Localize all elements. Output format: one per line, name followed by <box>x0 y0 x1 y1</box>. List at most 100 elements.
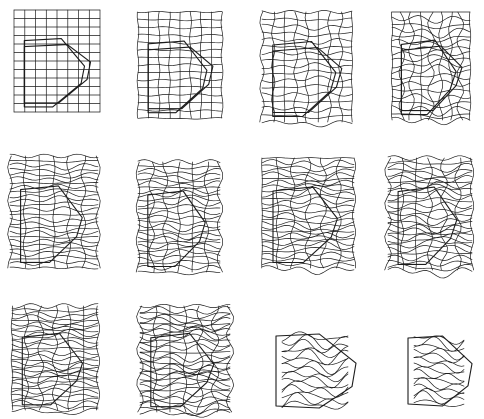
panel-grid-09 <box>11 304 100 415</box>
grid-line <box>262 158 354 159</box>
grid-line <box>262 158 263 268</box>
grid-line <box>388 267 472 278</box>
grid-line <box>10 202 98 206</box>
grid-line <box>12 348 98 350</box>
hexagon-outline <box>148 41 207 113</box>
grid-line <box>388 264 472 271</box>
grid-line <box>138 205 220 210</box>
grid-line <box>96 306 99 410</box>
grid-line <box>262 266 354 275</box>
grid-line <box>470 158 474 270</box>
grid-line <box>140 400 230 407</box>
panel-grid-07 <box>262 158 356 275</box>
grid-line <box>192 162 193 272</box>
grid-line <box>262 101 352 102</box>
grid-line <box>140 352 230 353</box>
grid-line <box>262 120 352 127</box>
grid-line <box>294 12 298 122</box>
grid-line <box>138 271 220 275</box>
grid-line <box>140 344 230 352</box>
grid-line <box>414 391 464 404</box>
grid-line <box>260 12 264 122</box>
grid-line <box>10 267 98 269</box>
grid-line <box>385 158 392 270</box>
grid-line <box>226 306 233 412</box>
grid-line <box>138 187 220 189</box>
grid-line <box>392 89 470 92</box>
grid-line <box>183 306 187 412</box>
hexagon-inner-outline <box>148 47 213 109</box>
grid-line <box>262 231 354 235</box>
hexagon-inner-outline <box>24 45 90 103</box>
grid-line <box>469 12 471 120</box>
grid-line <box>169 12 171 118</box>
grid-line <box>10 163 98 170</box>
panel-grid-04 <box>391 12 471 125</box>
grid-line <box>262 165 354 172</box>
grid-line <box>153 306 157 412</box>
grid-line <box>388 202 472 209</box>
grid-line <box>414 348 464 360</box>
grid-line <box>12 312 98 318</box>
grid-line <box>414 388 464 399</box>
grid-line <box>400 158 403 270</box>
panel-grid-05 <box>8 154 101 269</box>
panel-grid-06 <box>136 160 223 275</box>
grid-line <box>391 12 392 120</box>
grid-line <box>388 172 472 179</box>
grid-line <box>81 156 86 268</box>
grid-line <box>12 394 98 397</box>
panel-grid-01 <box>14 10 100 112</box>
grid-line <box>140 304 230 307</box>
panel-grid-11 <box>276 332 356 409</box>
panel-grid-08 <box>385 156 474 278</box>
grid-line <box>12 388 98 394</box>
grid-line <box>262 85 352 89</box>
grid-line <box>414 345 464 352</box>
panel-grid-02 <box>137 11 223 119</box>
grid-line <box>414 367 464 374</box>
grid-line <box>353 158 356 268</box>
grid-line <box>10 182 98 183</box>
grid-line <box>138 237 220 242</box>
grid-line <box>414 357 464 367</box>
grid-line <box>409 12 415 120</box>
grid-line <box>38 306 44 410</box>
grid-line <box>428 158 433 270</box>
grid-line <box>282 358 348 365</box>
grid-line <box>10 154 98 158</box>
grid-line <box>138 241 220 243</box>
grid-line <box>262 11 352 14</box>
grid-line <box>388 156 472 161</box>
grid-line <box>336 158 341 268</box>
grid-line <box>137 12 139 118</box>
grid-line <box>282 381 348 390</box>
grid-line <box>262 70 352 74</box>
grid-line <box>262 262 354 267</box>
grid-line <box>140 410 230 417</box>
hexagon-outline <box>24 39 84 107</box>
grid-line <box>284 12 285 122</box>
grid-line <box>320 158 326 268</box>
grid-line <box>262 52 352 56</box>
grid-line <box>39 156 40 268</box>
panel-grid-03 <box>260 11 353 127</box>
grid-line <box>352 12 353 122</box>
grid-line <box>158 12 160 118</box>
grid-line <box>414 384 464 393</box>
grid-line <box>262 160 354 167</box>
grid-line <box>262 194 354 199</box>
grid-line <box>262 18 352 21</box>
grid-line <box>204 162 208 272</box>
grid-line <box>262 252 354 258</box>
grid-line <box>282 358 348 375</box>
grid-line <box>12 304 98 309</box>
grid-line <box>262 92 352 96</box>
grid-line <box>262 210 354 213</box>
grid-line <box>416 158 417 270</box>
panel-grid-10 <box>137 304 234 417</box>
grid-line <box>12 329 98 332</box>
panel-grid-12 <box>408 336 472 407</box>
grid-line <box>441 158 448 270</box>
